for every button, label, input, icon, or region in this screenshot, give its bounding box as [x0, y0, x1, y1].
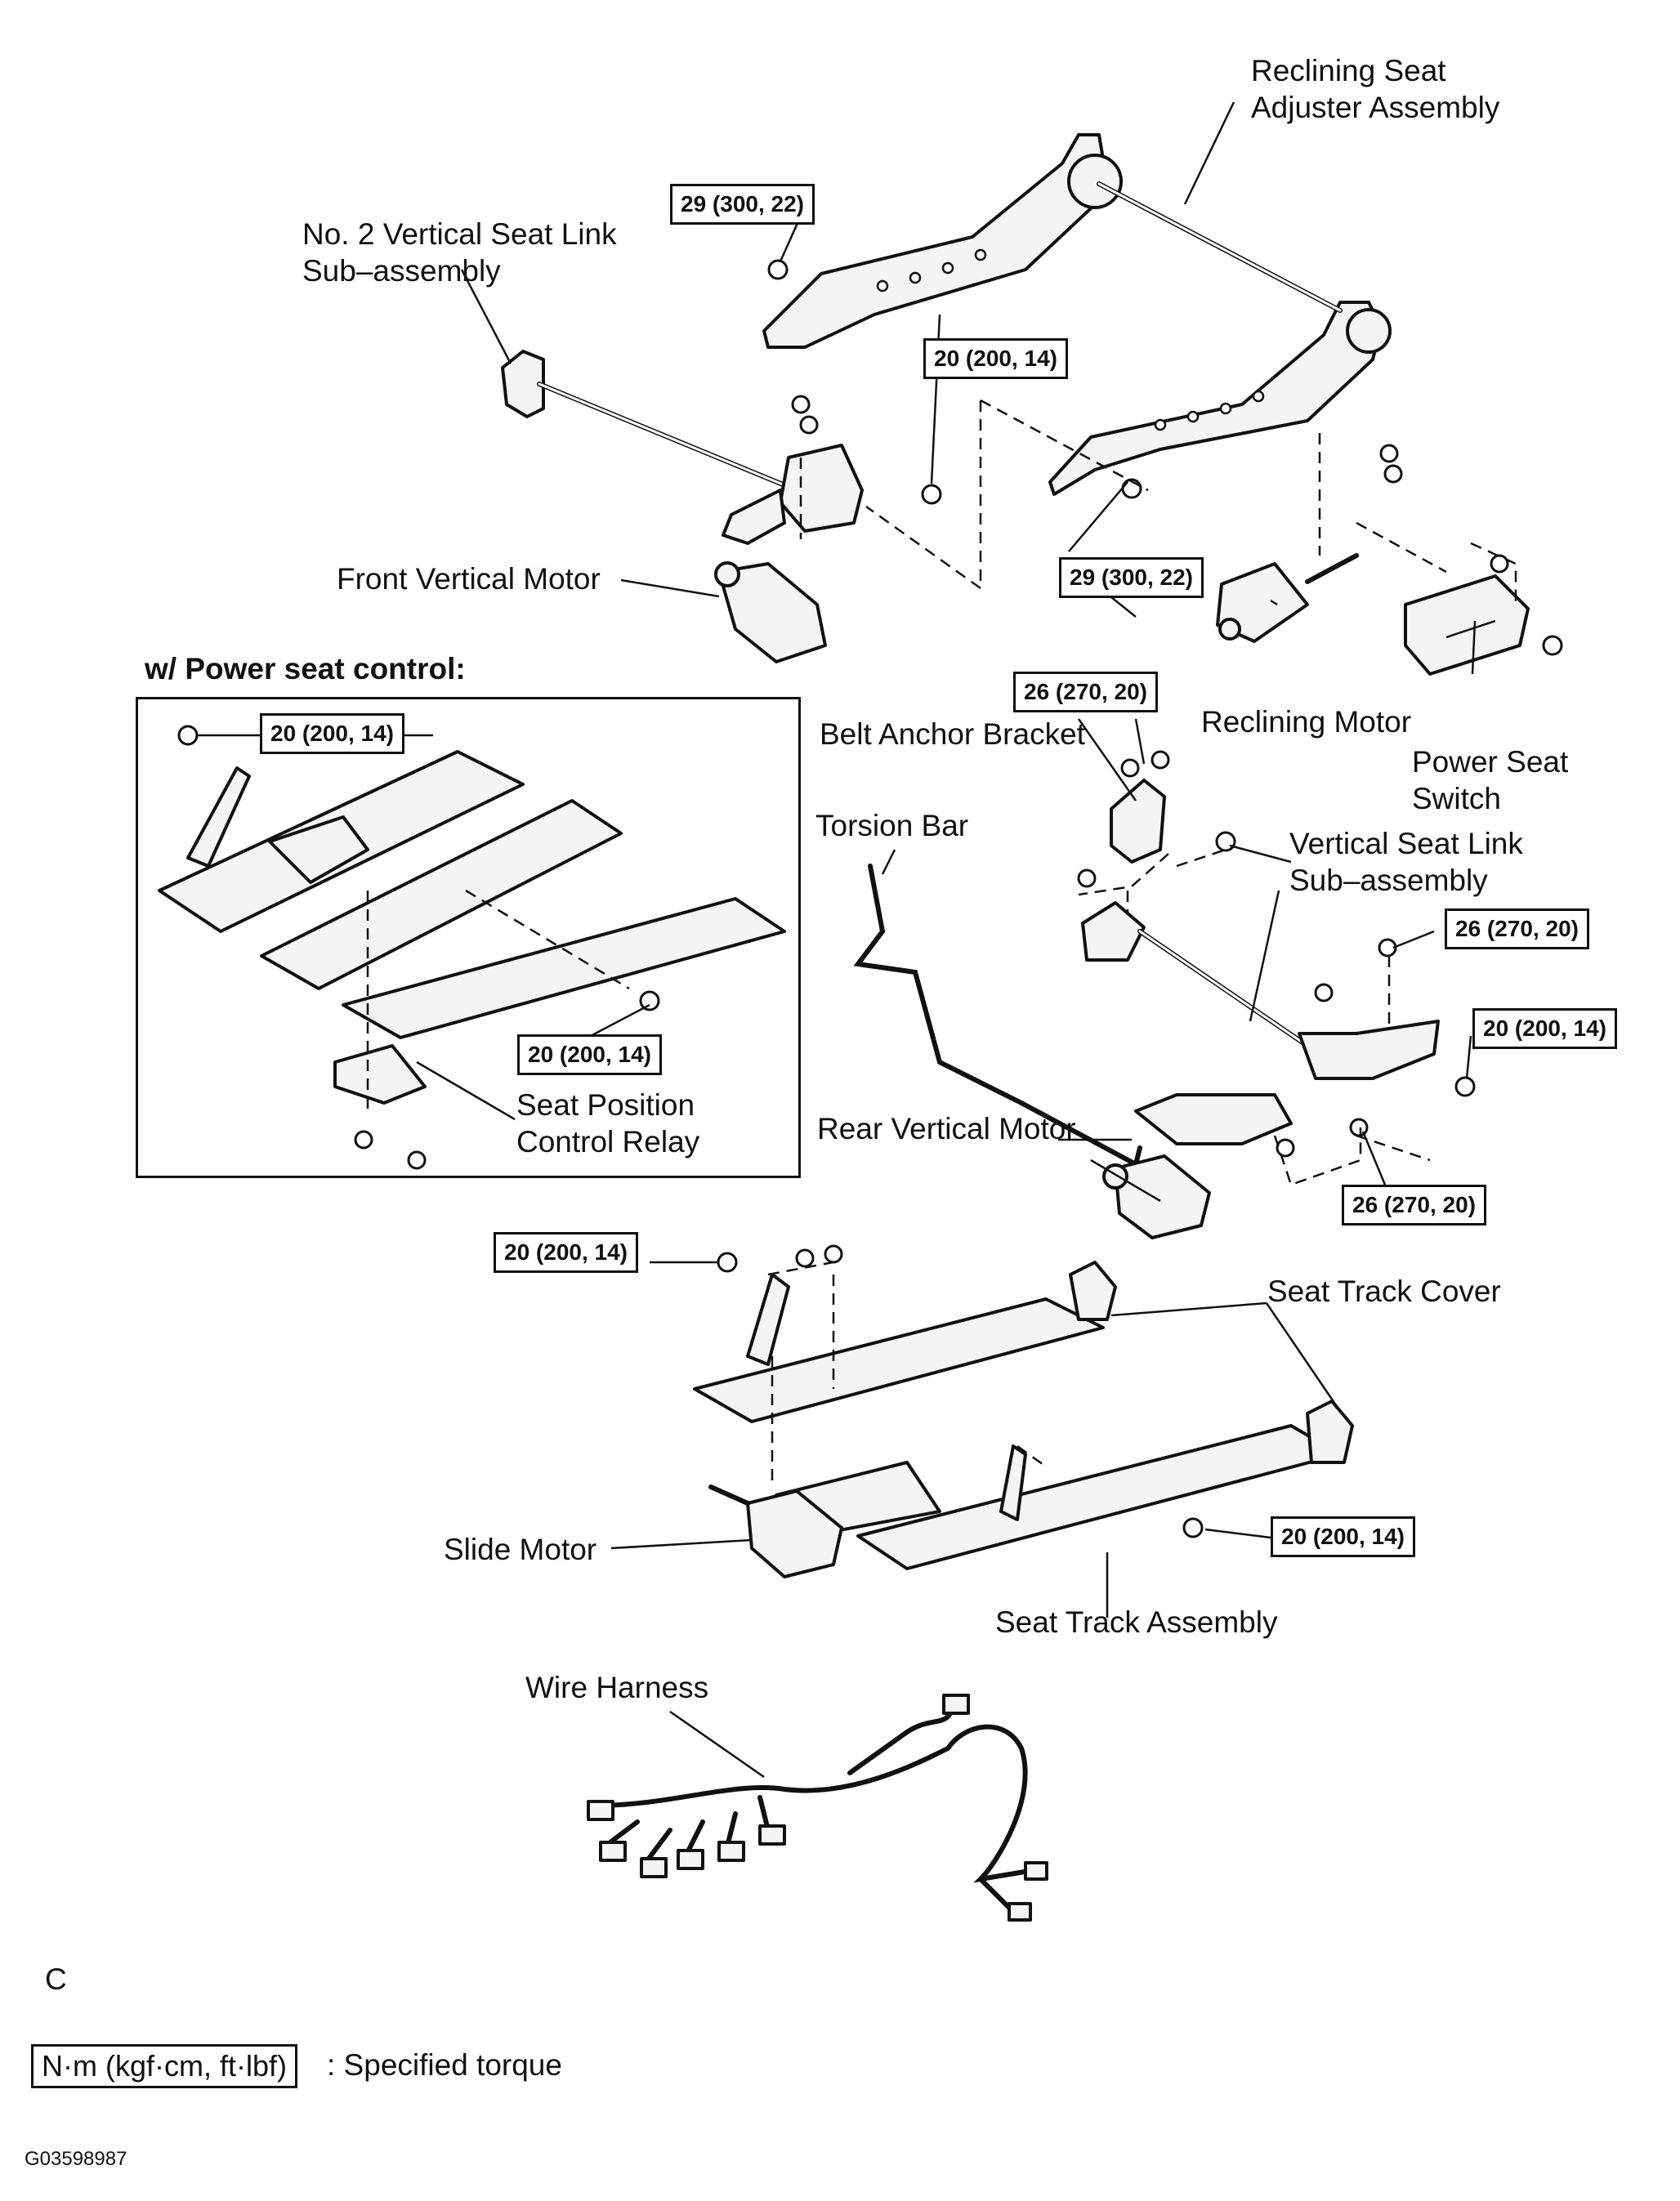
vertical-seat-link [1081, 901, 1440, 1145]
torque-box: 26 (270, 20) [1013, 672, 1158, 712]
torque-box: 20 (200, 14) [1271, 1516, 1415, 1557]
inset-seat-track [158, 750, 786, 1105]
alignment-lines [366, 399, 1517, 1487]
torque-box: 20 (200, 14) [517, 1034, 662, 1075]
wire-harness [587, 1694, 1048, 1922]
slide-motor [708, 1484, 843, 1578]
torque-unit-legend: N·m (kgf·cm, ft·lbf) [31, 2044, 297, 2088]
torque-box: 20 (200, 14) [260, 713, 404, 754]
power-seat-switch [1404, 574, 1530, 676]
label-torsion-bar: Torsion Bar [815, 809, 969, 842]
torque-legend-text: : Specified torque [327, 2048, 562, 2082]
label-belt-anchor-bracket: Belt Anchor Bracket [820, 717, 1085, 751]
torque-box: 29 (300, 22) [670, 184, 815, 225]
label-slide-motor: Slide Motor [444, 1533, 597, 1566]
label-rear-vertical-motor: Rear Vertical Motor [817, 1112, 1076, 1145]
label-front-vertical-motor: Front Vertical Motor [337, 562, 601, 596]
torque-box: 26 (270, 20) [1342, 1185, 1486, 1226]
label-wire-harness: Wire Harness [525, 1671, 709, 1704]
label-vertical-seat-link: Vertical Seat Link Sub–assembly [1289, 827, 1523, 897]
label-power-seat-switch: Power Seat Switch [1412, 745, 1569, 815]
label-reclining-motor: Reclining Motor [1201, 705, 1412, 739]
torque-box: 20 (200, 14) [1472, 1008, 1617, 1049]
rear-vertical-motor [1102, 1154, 1211, 1239]
reclining-seat-adjuster-assembly [762, 133, 1392, 496]
bolt-markers [177, 259, 1563, 1538]
torque-box: 20 (200, 14) [923, 338, 1068, 379]
label-seat-position-control-relay: Seat Position Control Relay [516, 1088, 700, 1159]
label-no2-vertical-seat-link: No. 2 Vertical Seat Link Sub–assembly [302, 217, 617, 288]
corner-letter: C [45, 1962, 67, 1996]
torsion-bar [853, 864, 1142, 1168]
figure-id: G03598987 [25, 2148, 127, 2170]
front-vertical-motor [714, 561, 827, 663]
torque-box: 20 (200, 14) [494, 1232, 638, 1273]
seat-track-cover [1069, 1261, 1354, 1464]
torque-box: 26 (270, 20) [1445, 909, 1589, 949]
power-seat-control-inset [136, 697, 801, 1178]
belt-anchor-bracket [1110, 779, 1166, 864]
label-seat-track-assembly: Seat Track Assembly [995, 1605, 1278, 1639]
label-seat-track-cover: Seat Track Cover [1267, 1275, 1501, 1308]
label-power-seat-control-heading: w/ Power seat control: [145, 652, 466, 685]
label-reclining-seat-adjuster: Reclining Seat Adjuster Assembly [1251, 54, 1500, 124]
reclining-motor [1216, 553, 1359, 643]
torque-box: 29 (300, 22) [1059, 557, 1204, 598]
no2-vertical-seat-link [501, 350, 864, 545]
